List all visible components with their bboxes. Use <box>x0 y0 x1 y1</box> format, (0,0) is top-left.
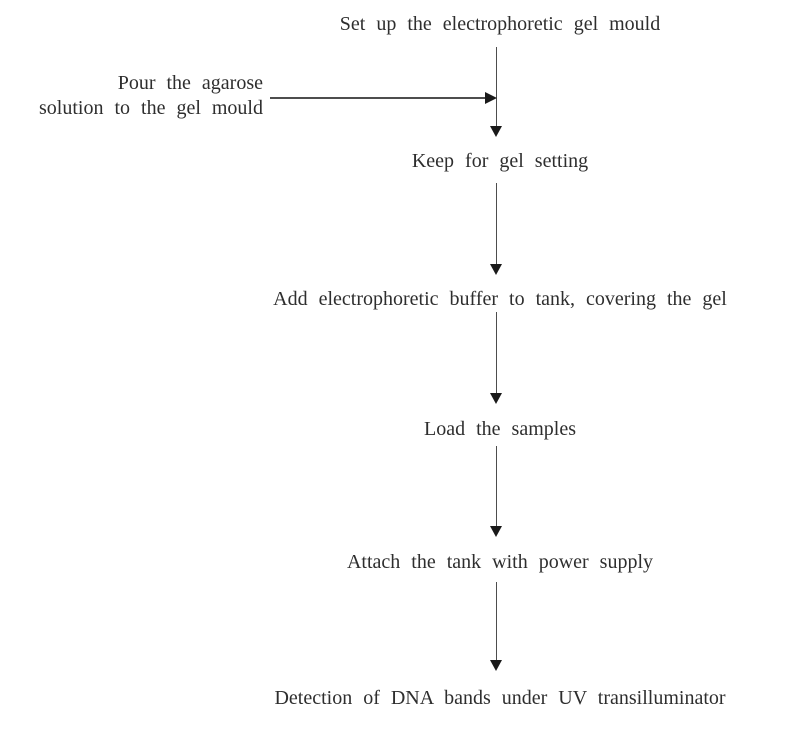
down-arrow-1-head-icon <box>490 126 502 137</box>
down-arrow-3-head-icon <box>490 393 502 404</box>
side-arrow-head-icon <box>485 92 497 104</box>
down-arrow-5-head-icon <box>490 660 502 671</box>
down-arrow-3-line <box>495 312 497 393</box>
down-arrow-4-line <box>495 446 497 526</box>
side-arrow-line <box>270 97 485 99</box>
side-note-line-2: solution to the gel mould <box>39 97 263 119</box>
down-arrow-4-head-icon <box>490 526 502 537</box>
step-add-buffer: Add electrophoretic buffer to tank, cove… <box>273 288 727 310</box>
side-note-pour-agarose: Pour the agarose solution to the gel mou… <box>39 71 263 121</box>
side-note-line-1: Pour the agarose <box>117 72 263 94</box>
step-load-samples: Load the samples <box>424 418 576 440</box>
down-arrow-1-line <box>495 47 497 126</box>
down-arrow-5-line <box>495 582 497 660</box>
step-setup-gel-mould: Set up the electrophoretic gel mould <box>339 13 661 35</box>
step-gel-setting: Keep for gel setting <box>411 150 589 172</box>
step-attach-power-supply: Attach the tank with power supply <box>346 551 654 573</box>
step-detection-uv: Detection of DNA bands under UV transill… <box>274 687 726 709</box>
down-arrow-2-head-icon <box>490 264 502 275</box>
down-arrow-2-line <box>495 183 497 264</box>
